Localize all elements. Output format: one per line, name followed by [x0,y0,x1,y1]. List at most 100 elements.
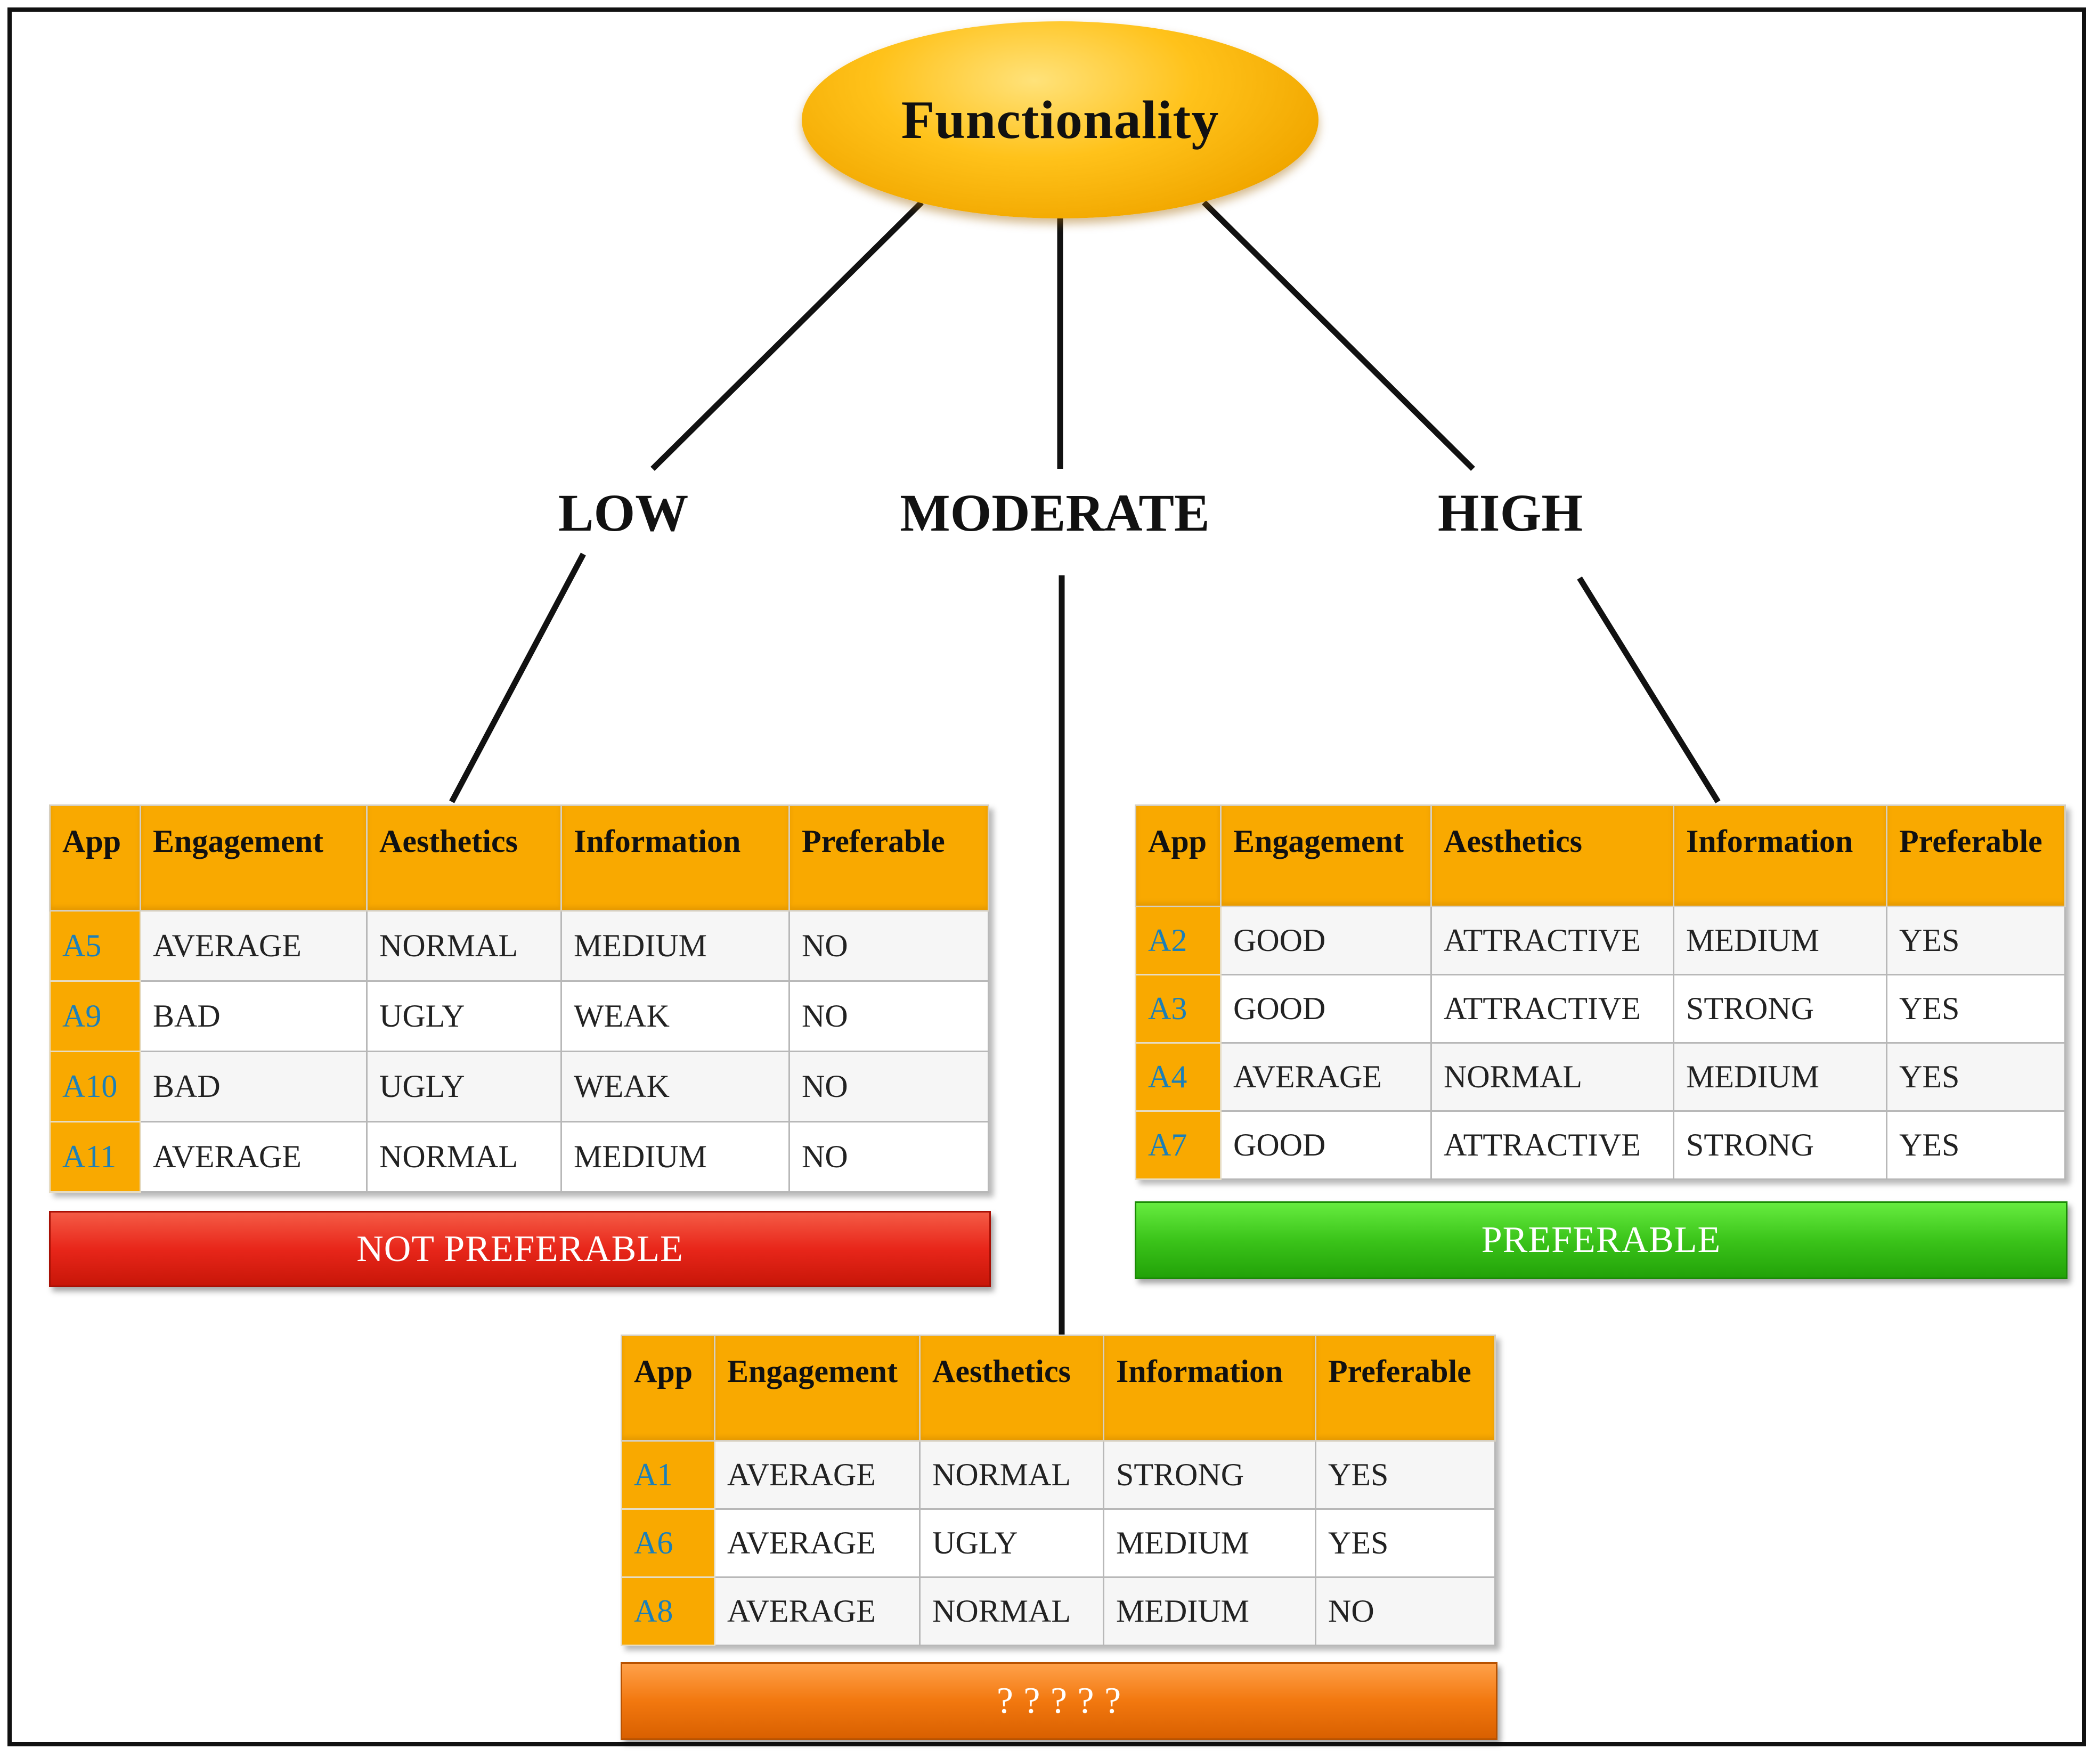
cell-engagement: AVERAGE [714,1440,921,1510]
cell-aesthetics: NORMAL [366,1121,562,1193]
app-id-cell: A1 [621,1440,715,1510]
column-header-aesthetics: Aesthetics [919,1335,1104,1442]
cell-preferable: NO [788,910,989,982]
cell-information: MEDIUM [560,910,790,982]
cell-aesthetics: NORMAL [366,910,562,982]
outcome-label: PREFERABLE [1481,1219,1721,1260]
app-id-cell: A2 [1135,906,1222,975]
edge-high-table [1577,576,1721,803]
cell-preferable: YES [1886,1042,2066,1112]
cell-engagement: GOOD [1220,906,1432,975]
app-id-cell: A7 [1135,1110,1222,1180]
app-id-cell: A4 [1135,1042,1222,1112]
column-header-information: Information [1673,804,1887,907]
column-header-aesthetics: Aesthetics [1430,804,1674,907]
app-id-cell: A3 [1135,974,1222,1044]
cell-engagement: GOOD [1220,974,1432,1044]
cell-aesthetics: UGLY [366,1051,562,1122]
edge-root-high [1202,200,1475,471]
cell-information: MEDIUM [1673,906,1887,975]
cell-engagement: BAD [140,1051,368,1122]
cell-information: WEAK [560,980,790,1052]
column-header-preferable: Preferable [788,804,989,912]
cell-preferable: NO [788,1051,989,1122]
level-label-low: LOW [558,483,689,542]
outcome-bar-not-preferable: NOT PREFERABLE [49,1211,991,1287]
column-header-app: App [1135,804,1222,907]
cell-engagement: AVERAGE [140,1121,368,1193]
column-header-engagement: Engagement [1220,804,1432,907]
app-id-cell: A8 [621,1576,715,1646]
cell-information: MEDIUM [1103,1576,1316,1646]
edge-root-low [650,200,924,471]
edge-low-table [449,552,586,803]
app-id-cell: A9 [49,980,141,1052]
app-id-cell: A6 [621,1508,715,1578]
column-header-information: Information [560,804,790,912]
cell-engagement: AVERAGE [714,1508,921,1578]
cell-aesthetics: ATTRACTIVE [1430,974,1674,1044]
cell-information: WEAK [560,1051,790,1122]
cell-engagement: AVERAGE [714,1576,921,1646]
cell-preferable: YES [1886,906,2066,975]
cell-aesthetics: UGLY [919,1508,1104,1578]
cell-engagement: AVERAGE [1220,1042,1432,1112]
cell-aesthetics: UGLY [366,980,562,1052]
level-label-moderate: MODERATE [900,483,1210,542]
cell-aesthetics: NORMAL [919,1440,1104,1510]
column-header-app: App [621,1335,715,1442]
cell-information: STRONG [1103,1440,1316,1510]
cell-engagement: AVERAGE [140,910,368,982]
level-label-high: HIGH [1437,483,1583,542]
column-header-information: Information [1103,1335,1316,1442]
outcome-label: ? ? ? ? ? [996,1680,1122,1721]
column-header-app: App [49,804,141,912]
column-header-preferable: Preferable [1886,804,2066,907]
cell-engagement: BAD [140,980,368,1052]
diagram-frame [7,7,2086,1746]
cell-aesthetics: ATTRACTIVE [1430,1110,1674,1180]
cell-preferable: YES [1315,1440,1496,1510]
cell-preferable: NO [788,1121,989,1193]
root-node-functionality: Functionality [802,21,1318,218]
column-header-aesthetics: Aesthetics [366,804,562,912]
cell-preferable: NO [788,980,989,1052]
app-id-cell: A11 [49,1121,141,1193]
cell-aesthetics: NORMAL [1430,1042,1674,1112]
outcome-label: NOT PREFERABLE [356,1228,683,1270]
app-id-cell: A5 [49,910,141,982]
column-header-engagement: Engagement [140,804,368,912]
cell-information: STRONG [1673,1110,1887,1180]
cell-aesthetics: ATTRACTIVE [1430,906,1674,975]
root-label: Functionality [901,90,1219,150]
cell-information: MEDIUM [560,1121,790,1193]
cell-preferable: YES [1886,974,2066,1044]
cell-engagement: GOOD [1220,1110,1432,1180]
outcome-bar-preferable: PREFERABLE [1135,1201,2068,1279]
cell-information: STRONG [1673,974,1887,1044]
cell-information: MEDIUM [1673,1042,1887,1112]
cell-information: MEDIUM [1103,1508,1316,1578]
column-header-engagement: Engagement [714,1335,921,1442]
column-header-preferable: Preferable [1315,1335,1496,1442]
cell-preferable: YES [1886,1110,2066,1180]
app-id-cell: A10 [49,1051,141,1122]
